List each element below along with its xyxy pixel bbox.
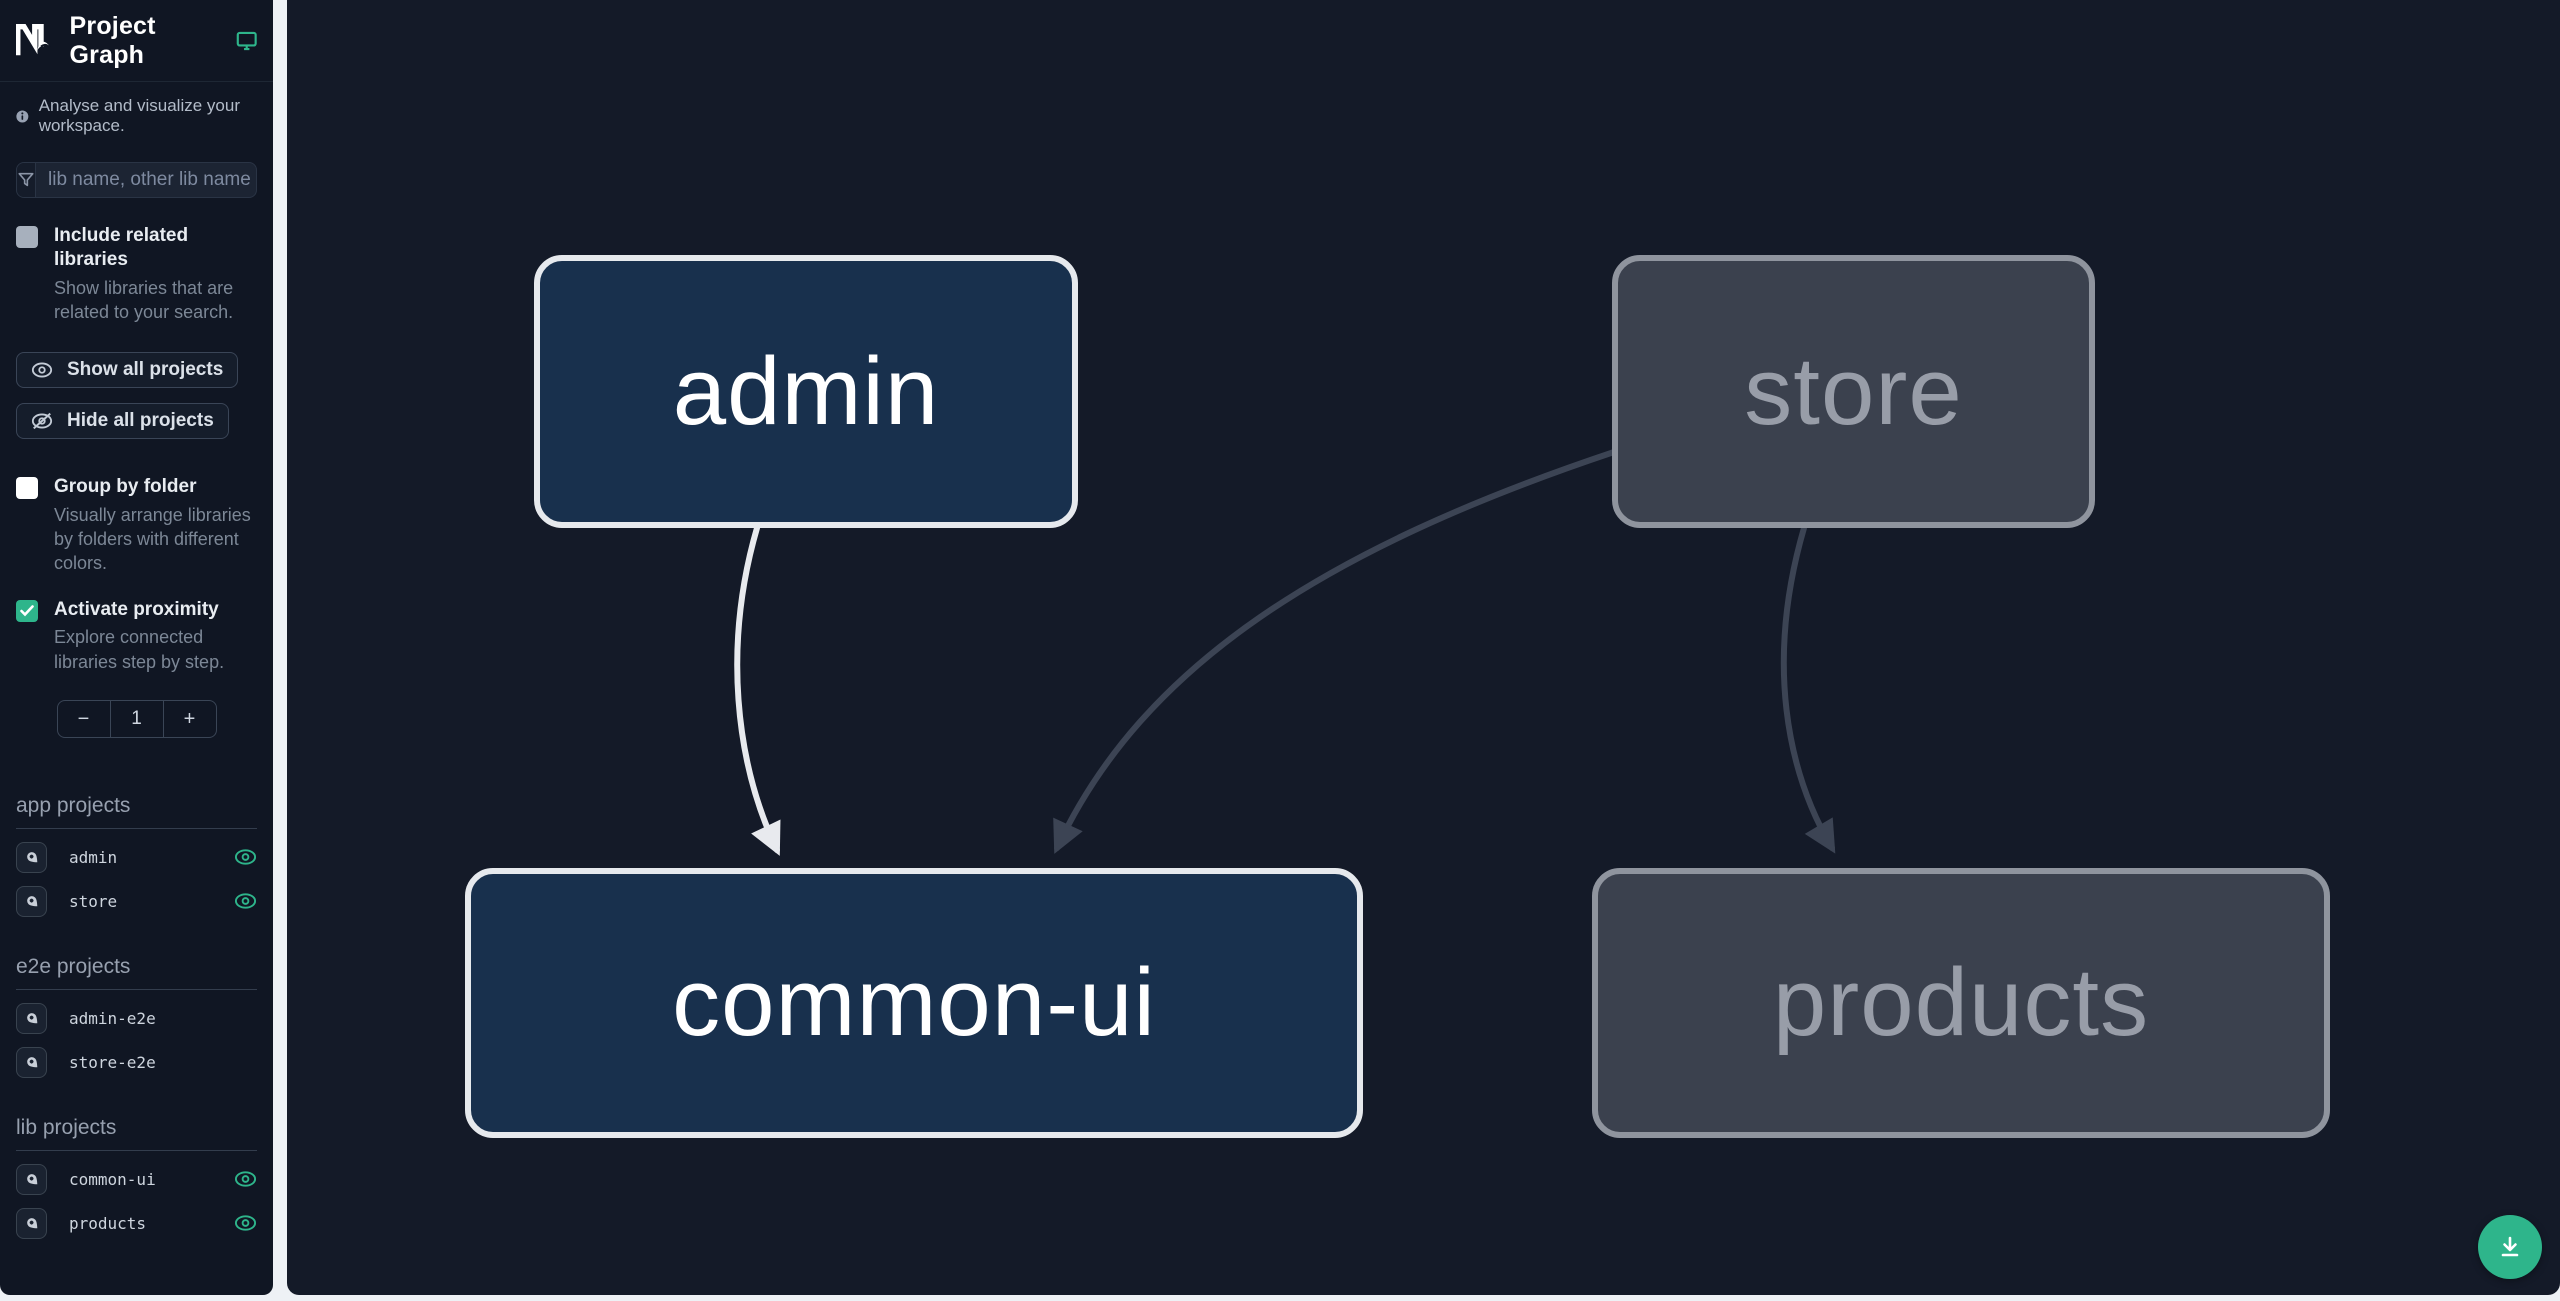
eye-slash-icon — [31, 413, 53, 430]
sidebar-header: Project Graph — [0, 0, 273, 82]
info-icon — [16, 110, 29, 122]
group-by-folder-option: Group by folder Visually arrange librari… — [16, 475, 257, 576]
download-icon — [2501, 1236, 2519, 1257]
check-icon — [20, 604, 34, 617]
activate-proximity-option: Activate proximity Explore connected lib… — [16, 598, 257, 674]
node-label: common-ui — [672, 949, 1156, 1056]
edge-store-to-common-ui[interactable] — [1053, 449, 1617, 854]
focus-project-button[interactable] — [16, 1002, 47, 1034]
proximity-stepper: − 1 + — [0, 700, 273, 739]
proximity-increment-button[interactable]: + — [162, 700, 217, 739]
project-row-admin-e2e: admin-e2e — [16, 1002, 257, 1034]
project-name[interactable]: admin — [69, 847, 118, 867]
show-all-projects-label: Show all projects — [67, 359, 224, 381]
include-related-checkbox[interactable] — [16, 226, 38, 248]
graph-node-products[interactable]: products — [1592, 868, 2330, 1138]
group-by-folder-label: Group by folder — [54, 476, 197, 498]
project-row-store-e2e: store-e2e — [16, 1046, 257, 1078]
project-name[interactable]: products — [69, 1213, 147, 1233]
section-e2e-projects: e2e projects admin-e2e — [16, 955, 257, 1078]
project-row-store: store — [16, 885, 257, 917]
section-title: e2e projects — [16, 955, 257, 991]
filter-funnel-icon — [17, 163, 36, 197]
project-name[interactable]: common-ui — [69, 1169, 156, 1189]
activate-proximity-description: Explore connected libraries step by step… — [54, 627, 225, 672]
section-title: app projects — [16, 794, 257, 830]
activate-proximity-label: Activate proximity — [54, 598, 219, 620]
edge-admin-to-common-ui[interactable] — [734, 525, 781, 856]
pin-icon — [26, 1013, 37, 1024]
project-filter — [16, 162, 257, 198]
include-related-option: Include related libraries Show libraries… — [16, 224, 257, 324]
activate-proximity-checkbox[interactable] — [16, 599, 38, 622]
graph-node-store[interactable]: store — [1612, 255, 2095, 528]
pin-icon — [26, 896, 37, 907]
graph-node-admin[interactable]: admin — [534, 255, 1078, 528]
focus-project-button[interactable] — [16, 1207, 47, 1239]
pin-icon — [26, 852, 37, 863]
section-app-projects: app projects admin — [16, 794, 257, 917]
group-by-folder-description: Visually arrange libraries by folders wi… — [54, 504, 251, 574]
focus-project-button[interactable] — [16, 885, 47, 917]
project-row-products: products — [16, 1207, 257, 1239]
workspace-tagline: Analyse and visualize your workspace. — [0, 82, 273, 136]
node-label: products — [1772, 949, 2150, 1056]
search-input[interactable] — [36, 163, 256, 197]
tagline-text: Analyse and visualize your workspace. — [38, 96, 240, 135]
download-image-button[interactable] — [2478, 1215, 2542, 1279]
toggle-visibility-eye-icon[interactable] — [234, 848, 257, 866]
project-name[interactable]: store-e2e — [69, 1052, 156, 1072]
pin-icon — [26, 1218, 37, 1229]
nx-logo — [16, 23, 51, 55]
pin-icon — [26, 1057, 37, 1068]
project-row-common-ui: common-ui — [16, 1163, 257, 1195]
graph-canvas[interactable]: admin store common-ui products — [287, 0, 2560, 1295]
include-related-label: Include related libraries — [54, 225, 189, 270]
proximity-decrement-button[interactable]: − — [56, 700, 111, 739]
project-name[interactable]: store — [69, 891, 118, 911]
show-all-projects-button[interactable]: Show all projects — [16, 352, 239, 389]
hide-all-projects-label: Hide all projects — [67, 410, 214, 432]
focus-project-button[interactable] — [16, 1163, 47, 1195]
page-title: Project Graph — [69, 11, 156, 69]
graph-node-common-ui[interactable]: common-ui — [465, 868, 1363, 1138]
focus-project-button[interactable] — [16, 841, 47, 873]
focus-project-button[interactable] — [16, 1046, 47, 1078]
group-by-folder-checkbox[interactable] — [16, 477, 38, 500]
monitor-icon[interactable] — [236, 30, 257, 52]
project-row-admin: admin — [16, 841, 257, 873]
sidebar: Project Graph Analyse and visualize your… — [0, 0, 273, 1295]
project-name[interactable]: admin-e2e — [69, 1008, 156, 1028]
section-lib-projects: lib projects common-ui — [16, 1116, 257, 1239]
proximity-value: 1 — [109, 700, 164, 739]
pin-icon — [26, 1174, 37, 1185]
toggle-visibility-eye-icon[interactable] — [234, 1214, 257, 1232]
hide-all-projects-button[interactable]: Hide all projects — [16, 403, 229, 440]
include-related-description: Show libraries that are related to your … — [54, 277, 234, 322]
eye-icon — [31, 362, 53, 378]
toggle-visibility-eye-icon[interactable] — [234, 1170, 257, 1188]
edge-store-to-products[interactable] — [1780, 525, 1836, 854]
node-label: store — [1744, 337, 1963, 445]
dependency-edges — [734, 449, 1836, 856]
section-title: lib projects — [16, 1116, 257, 1152]
toggle-visibility-eye-icon[interactable] — [234, 892, 257, 910]
node-label: admin — [672, 337, 940, 445]
